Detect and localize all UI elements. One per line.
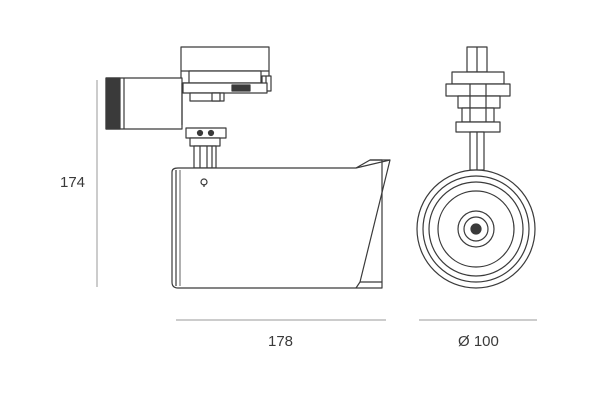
- track-adapter: [180, 46, 272, 102]
- lamp-body: [171, 159, 391, 289]
- dimension-lines: [96, 80, 537, 321]
- front-adapter: [445, 46, 511, 171]
- front-view: [416, 46, 536, 289]
- front-lens: [416, 169, 536, 289]
- side-view: [105, 46, 391, 289]
- width-dimension-label: 178: [268, 333, 294, 350]
- height-dimension-label: 174: [60, 174, 86, 191]
- stem-connector: [185, 127, 227, 169]
- driver-box: [105, 77, 183, 130]
- diameter-dimension-label: Ø 100: [458, 333, 499, 350]
